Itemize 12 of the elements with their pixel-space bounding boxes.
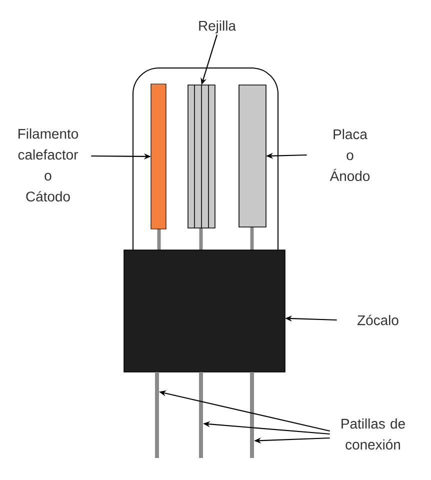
plate-drawing bbox=[238, 84, 266, 250]
label-text: Rejilla bbox=[199, 20, 236, 34]
label-text: Placa o Ánodo bbox=[330, 128, 370, 182]
label-text: Filamento calefactor o Cátodo bbox=[18, 128, 78, 202]
cathode-drawing bbox=[150, 84, 166, 250]
label-text: Zócalo bbox=[358, 314, 398, 326]
pin bbox=[199, 372, 203, 458]
pin bbox=[250, 372, 254, 458]
pin bbox=[155, 372, 159, 458]
socket-block bbox=[124, 250, 286, 372]
label-text: Patillas de conexión bbox=[342, 418, 405, 450]
grid-drawing bbox=[188, 84, 216, 250]
